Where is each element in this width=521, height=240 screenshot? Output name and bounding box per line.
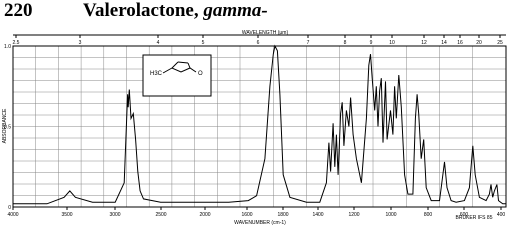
top-tick-label: 10: [389, 40, 395, 46]
footer-brand: BRUKER IFS 85: [456, 215, 493, 221]
top-tick-label: 7: [307, 40, 310, 46]
top-axis-label: WAVELENGTH (μm): [242, 30, 289, 36]
y-tick-label: 0.5: [4, 125, 11, 131]
top-tick-label: 2.5: [13, 40, 20, 46]
structure-ring-bond: [171, 61, 179, 69]
structure-ring-bonds: [162, 67, 197, 74]
page-number: 220: [4, 0, 33, 21]
top-tick-label: 25: [497, 40, 503, 46]
compound-name: Valerolactone, gamma-: [83, 0, 268, 22]
y-axis-label: ABSORBANCE: [2, 108, 8, 143]
x-tick-label: 1000: [385, 212, 396, 218]
structure-oxygen-label: O: [198, 71, 203, 77]
x-tick-label: 2500: [155, 212, 166, 218]
x-tick-label: 2000: [199, 212, 210, 218]
top-tick-label: 3: [79, 40, 82, 46]
ir-spectrum-chart: 2.5 3 4 5 6 7 8 9 10 12 14 16 20 25 WAVELENGTH (μm) 0…: [2, 30, 507, 226]
x-tick-label: 1600: [241, 212, 252, 218]
x-tick-label: 3000: [109, 212, 120, 218]
top-tick-label: 6: [257, 40, 260, 46]
top-axis-ticks: 2.5 3 4 5 6 7 8 9 10 12 14 16 20 25: [13, 35, 503, 46]
top-tick-label: 16: [457, 40, 463, 46]
x-tick-label: 1800: [277, 212, 288, 218]
top-tick-label: 4: [157, 40, 160, 46]
top-tick-label: 12: [421, 40, 427, 46]
structure-box: [142, 54, 212, 97]
structure-ring-bond: [177, 61, 189, 64]
top-tick-label: 5: [202, 40, 205, 46]
compound-name-suffix: gamma-: [203, 0, 268, 21]
top-tick-label: 20: [476, 40, 482, 46]
x-tick-label: 4000: [7, 212, 18, 218]
y-axis-ticks: 0 0.5 1.0: [4, 44, 11, 211]
x-tick-label: 3500: [61, 212, 72, 218]
structure-ring-bond: [187, 62, 191, 69]
x-tick-label: 400: [497, 212, 506, 218]
y-tick-label: 1.0: [4, 44, 11, 50]
x-tick-label: 800: [424, 212, 433, 218]
top-tick-label: 14: [441, 40, 447, 46]
x-tick-label: 1400: [312, 212, 323, 218]
x-axis-label: WAVENUMBER (cm-1): [234, 220, 286, 226]
plot-frame: [12, 45, 507, 208]
x-tick-label: 600: [460, 212, 469, 218]
structure-formula-label: H3C: [150, 71, 163, 77]
compound-name-main: Valerolactone,: [83, 0, 199, 21]
spectrum-series-line: [13, 44, 506, 205]
structure-inset: H3C O: [142, 54, 212, 97]
top-tick-label: 8: [344, 40, 347, 46]
y-tick-label: 0: [8, 205, 11, 211]
x-tick-label: 1200: [348, 212, 359, 218]
top-tick-label: 9: [370, 40, 373, 46]
